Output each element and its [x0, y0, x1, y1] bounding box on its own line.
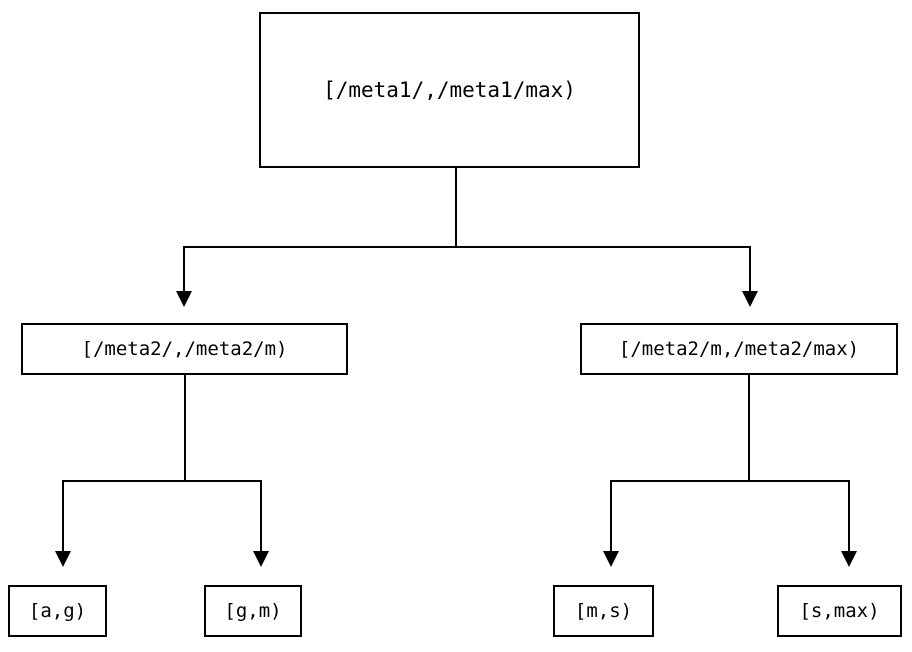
node-leaf-g-m[interactable]: [g,m): [204, 585, 302, 637]
arrowhead-root-to-mid-left: [176, 291, 192, 307]
edge-root-horizontal-bar: [183, 246, 751, 248]
node-mid-left[interactable]: [/meta2/,/meta2/m): [21, 323, 348, 375]
arrowhead-mid-left-to-leaf-ag: [55, 551, 71, 567]
node-mid-right-label: [/meta2/m,/meta2/max): [618, 338, 860, 360]
arrowhead-root-to-mid-right: [742, 291, 758, 307]
edge-mid-right-to-leaf-ms: [610, 480, 612, 552]
edge-mid-left-to-leaf-gm: [260, 480, 262, 552]
node-mid-right[interactable]: [/meta2/m,/meta2/max): [580, 323, 898, 375]
edge-mid-left-horizontal-bar: [62, 480, 262, 482]
arrowhead-mid-left-to-leaf-gm: [253, 551, 269, 567]
node-leaf-s-max[interactable]: [s,max): [777, 585, 902, 637]
edge-mid-left-stem: [184, 375, 186, 482]
edge-mid-left-to-leaf-ag: [62, 480, 64, 552]
node-leaf-m-s-label: [m,s): [574, 600, 633, 622]
node-leaf-a-g[interactable]: [a,g): [8, 585, 107, 637]
node-root[interactable]: [/meta1/,/meta1/max): [259, 12, 640, 168]
edge-root-stem: [455, 168, 457, 248]
edge-mid-right-horizontal-bar: [610, 480, 850, 482]
node-root-label: [/meta1/,/meta1/max): [323, 78, 576, 102]
edge-root-to-mid-right: [749, 246, 751, 292]
node-leaf-m-s[interactable]: [m,s): [553, 585, 654, 637]
node-leaf-s-max-label: [s,max): [799, 600, 880, 622]
arrowhead-mid-right-to-leaf-smax: [841, 551, 857, 567]
edge-mid-right-stem: [748, 375, 750, 482]
node-mid-left-label: [/meta2/,/meta2/m): [81, 338, 288, 360]
edge-mid-right-to-leaf-smax: [848, 480, 850, 552]
node-leaf-g-m-label: [g,m): [224, 600, 282, 622]
edge-root-to-mid-left: [183, 246, 185, 292]
arrowhead-mid-right-to-leaf-ms: [603, 551, 619, 567]
node-leaf-a-g-label: [a,g): [28, 600, 87, 622]
